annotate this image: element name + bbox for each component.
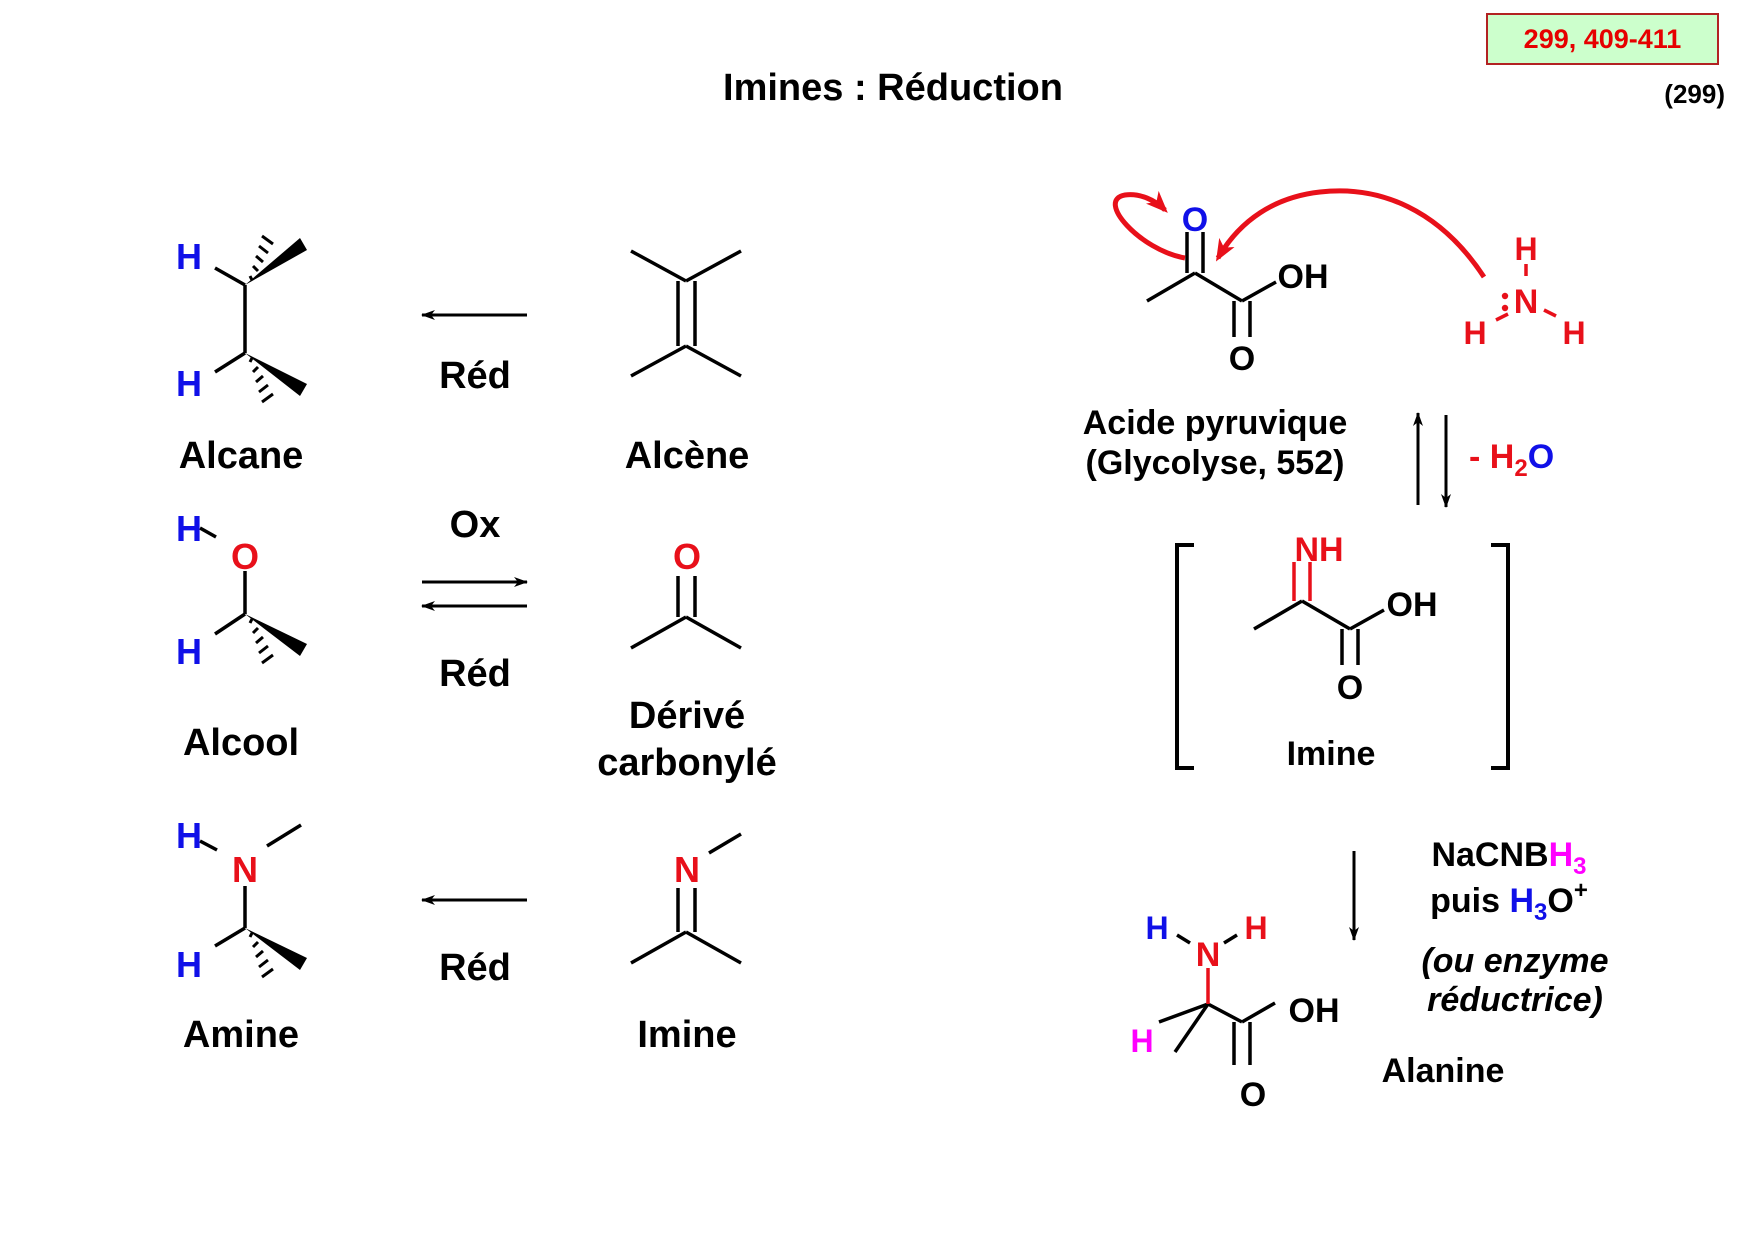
alanine-nh-bonds [1176,933,1238,945]
label-red: Réd [439,947,511,989]
alcool-hash [248,618,274,665]
ammonia-structure [1495,264,1557,322]
page-number: (299) [1664,79,1725,109]
enzyme-line2: réductrice) [1427,981,1603,1019]
label-pyruvic-line1: Acide pyruvique [1083,404,1348,442]
atom-h: H [1130,1023,1153,1059]
atom-n: N [1196,936,1221,974]
atom-h: H [1463,315,1486,351]
alcane-structure [214,266,247,374]
imine-structure [630,832,742,965]
label-pyruvic-line2: (Glycolyse, 552) [1086,444,1345,482]
curved-arrow-nucleophile [1215,188,1487,279]
imine-double-bond [1292,562,1312,601]
atom-h: H [1514,231,1537,267]
label-ox: Ox [450,504,501,546]
label-carbonyle-line1: Dérivé [629,695,745,737]
label-amine: Amine [183,1014,299,1056]
atom-n: N [1514,283,1539,321]
amine-hash [248,932,274,979]
atom-oh: OH [1278,258,1329,296]
atom-h: H [176,944,202,985]
alanine-structure [1158,1001,1276,1065]
atom-h: H [176,236,202,277]
pyruvic-acid-structure [1146,232,1277,337]
atom-oh: OH [1289,992,1340,1030]
alcane-hash-bottom [248,357,274,404]
atom-nh: NH [1294,531,1343,569]
atom-o: O [1229,340,1255,378]
alcool-structure [199,526,247,636]
atom-o: O [1240,1076,1266,1114]
bracket-right [1491,543,1510,770]
alcane-wedge-bottom [245,353,307,396]
lone-pair [1501,292,1509,312]
atom-h: H [176,508,202,549]
atom-h: H [176,631,202,672]
atom-h: H [1244,910,1267,946]
reagent-line2: puis H3O+ [1430,877,1588,926]
atom-o: O [1337,669,1363,707]
amine-structure [199,823,302,948]
alcene-structure [630,249,742,378]
label-alcene: Alcène [625,435,750,477]
atom-h: H [176,363,202,404]
imine-intermediate-structure [1253,599,1385,665]
enzyme-line1: (ou enzyme [1421,942,1608,980]
atom-h: H [1562,315,1585,351]
atom-o: O [231,536,259,577]
alcool-wedge [245,614,307,656]
atom-o: O [1182,201,1208,239]
page-title: Imines : Réduction [723,67,1063,109]
atom-h: H [176,815,202,856]
water-loss: - H2O [1469,438,1554,482]
label-red: Réd [439,653,511,695]
reference-box: 299, 409-411 [1486,13,1719,65]
carbonyle-structure [630,576,742,650]
atom-h: H [1145,910,1168,946]
alcane-hash-top [248,234,274,281]
atom-o: O [673,536,701,577]
atom-n: N [232,849,258,890]
reagent-line1: NaCNBH3 [1431,836,1586,880]
label-imine-intermediate: Imine [1287,735,1376,773]
atom-n: N [674,849,700,890]
label-alcane: Alcane [179,435,304,477]
label-alcool: Alcool [183,722,299,764]
amine-wedge [245,928,307,970]
atom-oh: OH [1387,586,1438,624]
curved-arrow-carbonyl [1112,190,1186,261]
reference-pages: 299, 409-411 [1523,23,1682,54]
alcane-wedge-top [245,238,307,285]
label-red: Réd [439,355,511,397]
bracket-left [1175,543,1194,770]
label-imine: Imine [637,1014,736,1056]
label-alanine: Alanine [1382,1052,1505,1090]
label-carbonyle-line2: carbonylé [597,742,777,784]
